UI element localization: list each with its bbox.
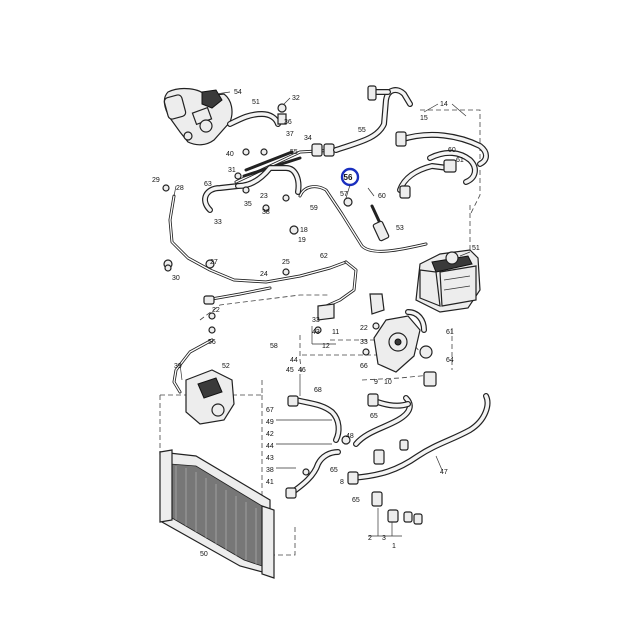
callout: 11 — [332, 329, 339, 336]
pipe-27 — [163, 194, 348, 305]
callout: 3 — [382, 535, 386, 542]
flange-33 — [373, 309, 437, 387]
callout: 67 — [266, 407, 274, 414]
callout: 30 — [172, 275, 180, 282]
callout: 56 — [208, 339, 216, 346]
callout: 57 — [340, 191, 348, 198]
pipe-to-reservoir — [298, 185, 428, 253]
callout: 43 — [266, 455, 274, 462]
callout: 63 — [204, 181, 212, 188]
callout: 54 — [234, 89, 242, 96]
expansion-tank-51 — [415, 249, 481, 313]
callout: 44 — [266, 443, 274, 450]
callout: 68 — [314, 387, 322, 394]
pipe-22 — [317, 260, 385, 321]
callout: 42 — [266, 431, 274, 438]
callout: 12 — [322, 343, 330, 350]
thermostat-housing-42 — [172, 338, 235, 425]
callout: 46 — [298, 367, 306, 374]
callout: 14 — [440, 101, 448, 108]
callout: 31 — [228, 167, 236, 174]
highlighted-callout: 56 — [344, 173, 353, 182]
callout: 48 — [346, 433, 354, 440]
hose-55 — [333, 85, 413, 153]
callout: 43 — [312, 329, 320, 336]
fittings-1-2-3 — [368, 491, 423, 537]
callout: 8 — [340, 479, 344, 486]
callout: 65 — [330, 467, 338, 474]
callout: 1 — [392, 543, 396, 550]
callout: 59 — [310, 205, 318, 212]
callout: 37 — [286, 131, 294, 138]
callout: 18 — [300, 227, 308, 234]
callout: 19 — [298, 237, 306, 244]
callout: 55 — [358, 127, 366, 134]
callout: 61 — [446, 329, 454, 336]
callout: 33 — [214, 219, 222, 226]
callout: 29 — [152, 177, 160, 184]
callout: 22 — [360, 325, 368, 332]
radiator-50 — [159, 449, 275, 579]
callout: 38 — [262, 209, 270, 216]
lower-hoses — [285, 393, 491, 499]
callout: 49 — [266, 419, 274, 426]
callout: 44 — [290, 357, 298, 364]
callout: 25 — [282, 259, 290, 266]
hose-31 — [227, 103, 287, 127]
hose-33 — [202, 165, 302, 213]
callout: 53 — [396, 225, 404, 232]
callout-labels: 54 51 32 36 37 34 55 14 15 60 61 56 57 6… — [152, 89, 480, 558]
callout: 64 — [446, 357, 454, 364]
pump-housing-54 — [163, 87, 233, 146]
callout: 28 — [176, 185, 184, 192]
callout: 2 — [368, 535, 372, 542]
fasteners — [162, 148, 380, 476]
leader-lines — [173, 91, 471, 471]
callout: 45 — [286, 367, 294, 374]
callout: 33 — [360, 339, 368, 346]
callout: 22 — [212, 307, 220, 314]
callout: 10 — [384, 379, 392, 386]
callout: 51 — [252, 99, 260, 106]
callout: 60 — [448, 147, 456, 154]
callout: 58 — [270, 343, 278, 350]
pipe-34 — [234, 143, 338, 184]
callout: 66 — [360, 363, 368, 370]
callout: 41 — [266, 479, 274, 486]
callout: 65 — [370, 413, 378, 420]
hose-assembly-14 — [395, 131, 489, 199]
callout: 24 — [260, 271, 268, 278]
callout: 62 — [320, 253, 328, 260]
callout: 27 — [210, 259, 218, 266]
callout: 47 — [440, 469, 448, 476]
callout: 33 — [312, 317, 320, 324]
callout: 50 — [200, 551, 208, 558]
callout: 39 — [174, 363, 182, 370]
callout: 55 — [290, 149, 298, 156]
callout: 61 — [456, 157, 464, 164]
callout: 36 — [284, 119, 292, 126]
callout: 32 — [292, 95, 300, 102]
callout: 60 — [378, 193, 386, 200]
callout: 40 — [226, 151, 234, 158]
callout: 38 — [266, 467, 274, 474]
callout: 52 — [222, 363, 230, 370]
callout: 51 — [472, 245, 480, 252]
callout: 35 — [244, 201, 252, 208]
callout: 65 — [352, 497, 360, 504]
callout: 34 — [304, 135, 312, 142]
callout: 23 — [260, 193, 268, 200]
callout: 15 — [420, 115, 428, 122]
callout: 9 — [374, 379, 378, 386]
